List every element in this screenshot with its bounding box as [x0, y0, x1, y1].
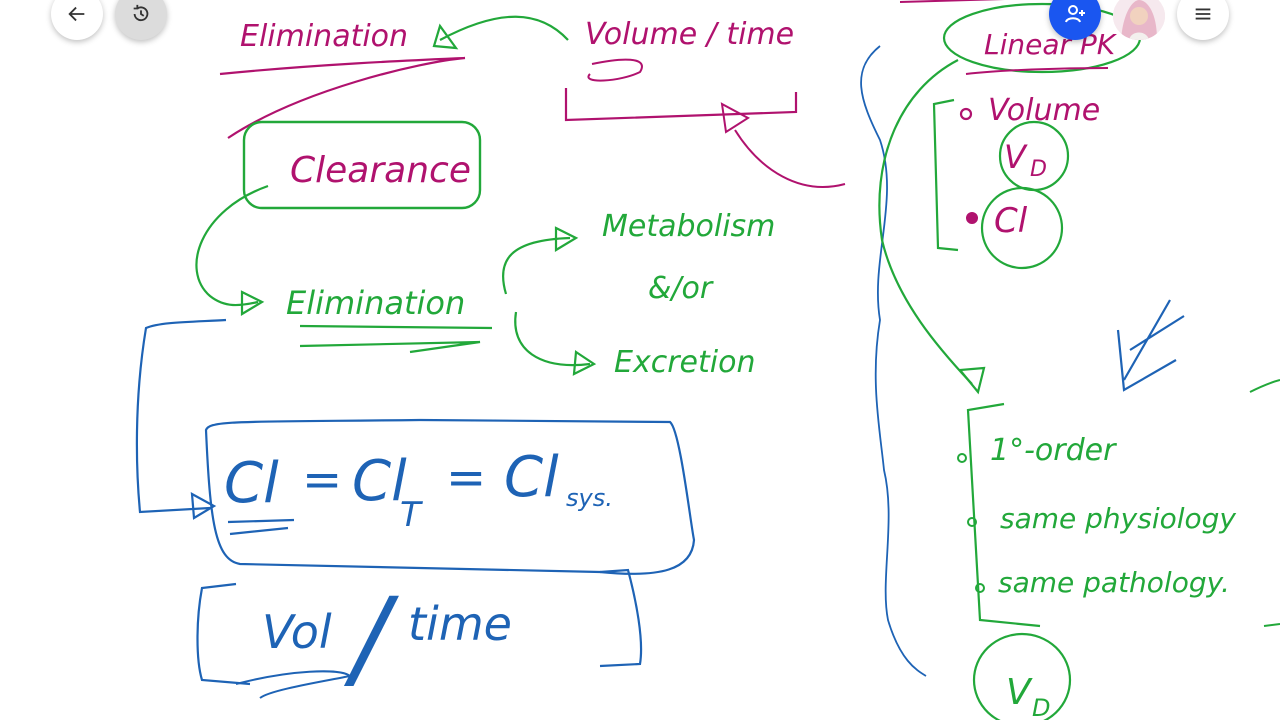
note-vd-bottom-sub: D	[1032, 694, 1050, 720]
note-cl-sys: Cl	[504, 445, 559, 510]
note-volume-right: Volume	[988, 93, 1100, 128]
note-volume-time: Volume / time	[585, 17, 794, 52]
note-cl-t: Cl	[352, 449, 407, 514]
bracket-vol-time	[196, 568, 643, 686]
green-long-arrow	[878, 59, 973, 385]
note-clearance: Clearance	[290, 150, 471, 191]
note-metabolism: Metabolism	[602, 209, 775, 244]
blue-loop-arrow	[135, 318, 227, 514]
circle-cl	[980, 186, 1064, 270]
person-add-icon	[1065, 5, 1085, 23]
arrow-left-icon	[68, 6, 85, 22]
menu-button[interactable]	[1177, 0, 1229, 40]
bracket-right-top	[932, 98, 959, 252]
bracket-volume-time	[564, 88, 798, 122]
underline-cl	[227, 518, 295, 536]
note-vd: V	[1004, 138, 1028, 176]
circle-vd-bottom	[972, 632, 1072, 720]
equation-box	[204, 418, 696, 575]
add-user-button[interactable]	[1049, 0, 1101, 40]
magenta-top-fragment	[899, 0, 1006, 3]
arrowhead-excretion	[572, 350, 597, 376]
back-button[interactable]	[51, 0, 103, 40]
arrowhead-volume-time	[720, 102, 750, 134]
bullet-same-physiology	[967, 517, 977, 527]
squiggle-vol	[235, 670, 353, 699]
note-first-order: 1°-order	[990, 433, 1117, 468]
branch-to-metabolism	[501, 236, 571, 295]
note-eq1: =	[302, 452, 342, 508]
green-partial-curve	[1249, 379, 1280, 627]
arrow-volume-to-elimination	[439, 15, 569, 41]
underline-elimination-mid	[299, 324, 493, 354]
blue-arrowhead	[190, 492, 217, 520]
clearance-box	[242, 120, 482, 210]
note-vol: Vol	[262, 605, 332, 659]
blue-check-mark	[1116, 299, 1185, 392]
arrowhead-metabolism	[554, 226, 579, 252]
presenter-avatar[interactable]	[1113, 0, 1165, 40]
note-vd-bottom: V	[1006, 672, 1033, 713]
note-sys-sub: sys.	[566, 484, 613, 512]
blue-vertical-divider	[860, 45, 927, 677]
underline-linear-pk	[965, 67, 1109, 75]
bullet-volume	[959, 107, 973, 121]
arrow-clearance-to-elimination	[195, 184, 269, 307]
arrowhead-mid-elimination	[240, 290, 265, 316]
note-same-physiology: same physiology	[1000, 502, 1236, 535]
note-t-sub: T	[400, 495, 423, 535]
note-and-or: &/or	[648, 271, 714, 306]
arrowhead-elimination	[432, 23, 459, 50]
bullet-same-pathology	[975, 583, 985, 593]
bullet-first-order	[957, 453, 967, 463]
arrowhead-first-order	[957, 366, 986, 395]
note-cl: Cl	[224, 451, 279, 516]
history-icon	[133, 4, 149, 22]
note-vd-sub: D	[1030, 157, 1047, 182]
note-cl-right: Cl	[994, 201, 1028, 241]
bracket-right-bottom	[966, 402, 1041, 628]
note-same-pathology: same pathology.	[998, 566, 1230, 599]
branch-to-excretion	[514, 311, 591, 367]
squiggle-volume	[587, 58, 643, 82]
history-button[interactable]	[115, 0, 167, 40]
note-time: time	[408, 597, 512, 651]
note-eq2: =	[446, 450, 486, 506]
curve-to-right	[734, 129, 846, 188]
underline-elimination-top	[219, 56, 466, 139]
avatar-image-icon	[1113, 0, 1165, 40]
note-excretion: Excretion	[614, 345, 755, 380]
note-slash: /	[343, 574, 399, 702]
hamburger-icon	[1195, 8, 1211, 20]
bullet-cl	[966, 212, 978, 224]
note-elimination-top: Elimination	[240, 19, 408, 54]
note-elimination-mid: Elimination	[286, 284, 465, 322]
note-linear-pk: Linear PK	[984, 28, 1118, 61]
